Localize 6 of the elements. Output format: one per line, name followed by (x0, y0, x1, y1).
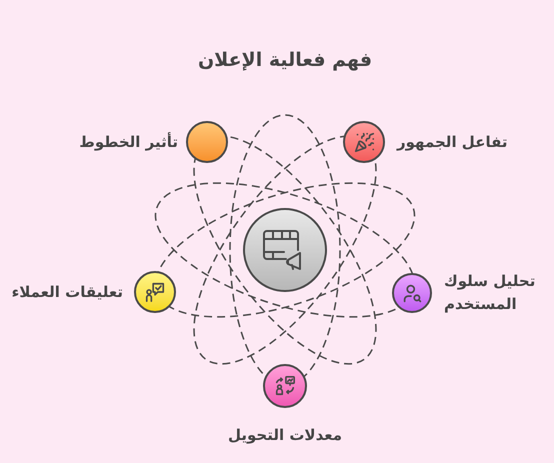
node-label: تفاعل الجمهور (397, 132, 508, 153)
node-label: معدلات التحويل (228, 425, 342, 446)
node-label: تحليل سلوك المستخدم (444, 271, 536, 315)
node-label: تأثير الخطوط (79, 131, 178, 153)
diagram-title: فهم فعالية الإعلان (196, 48, 374, 73)
node-label: تعليقات العملاء (12, 282, 123, 302)
